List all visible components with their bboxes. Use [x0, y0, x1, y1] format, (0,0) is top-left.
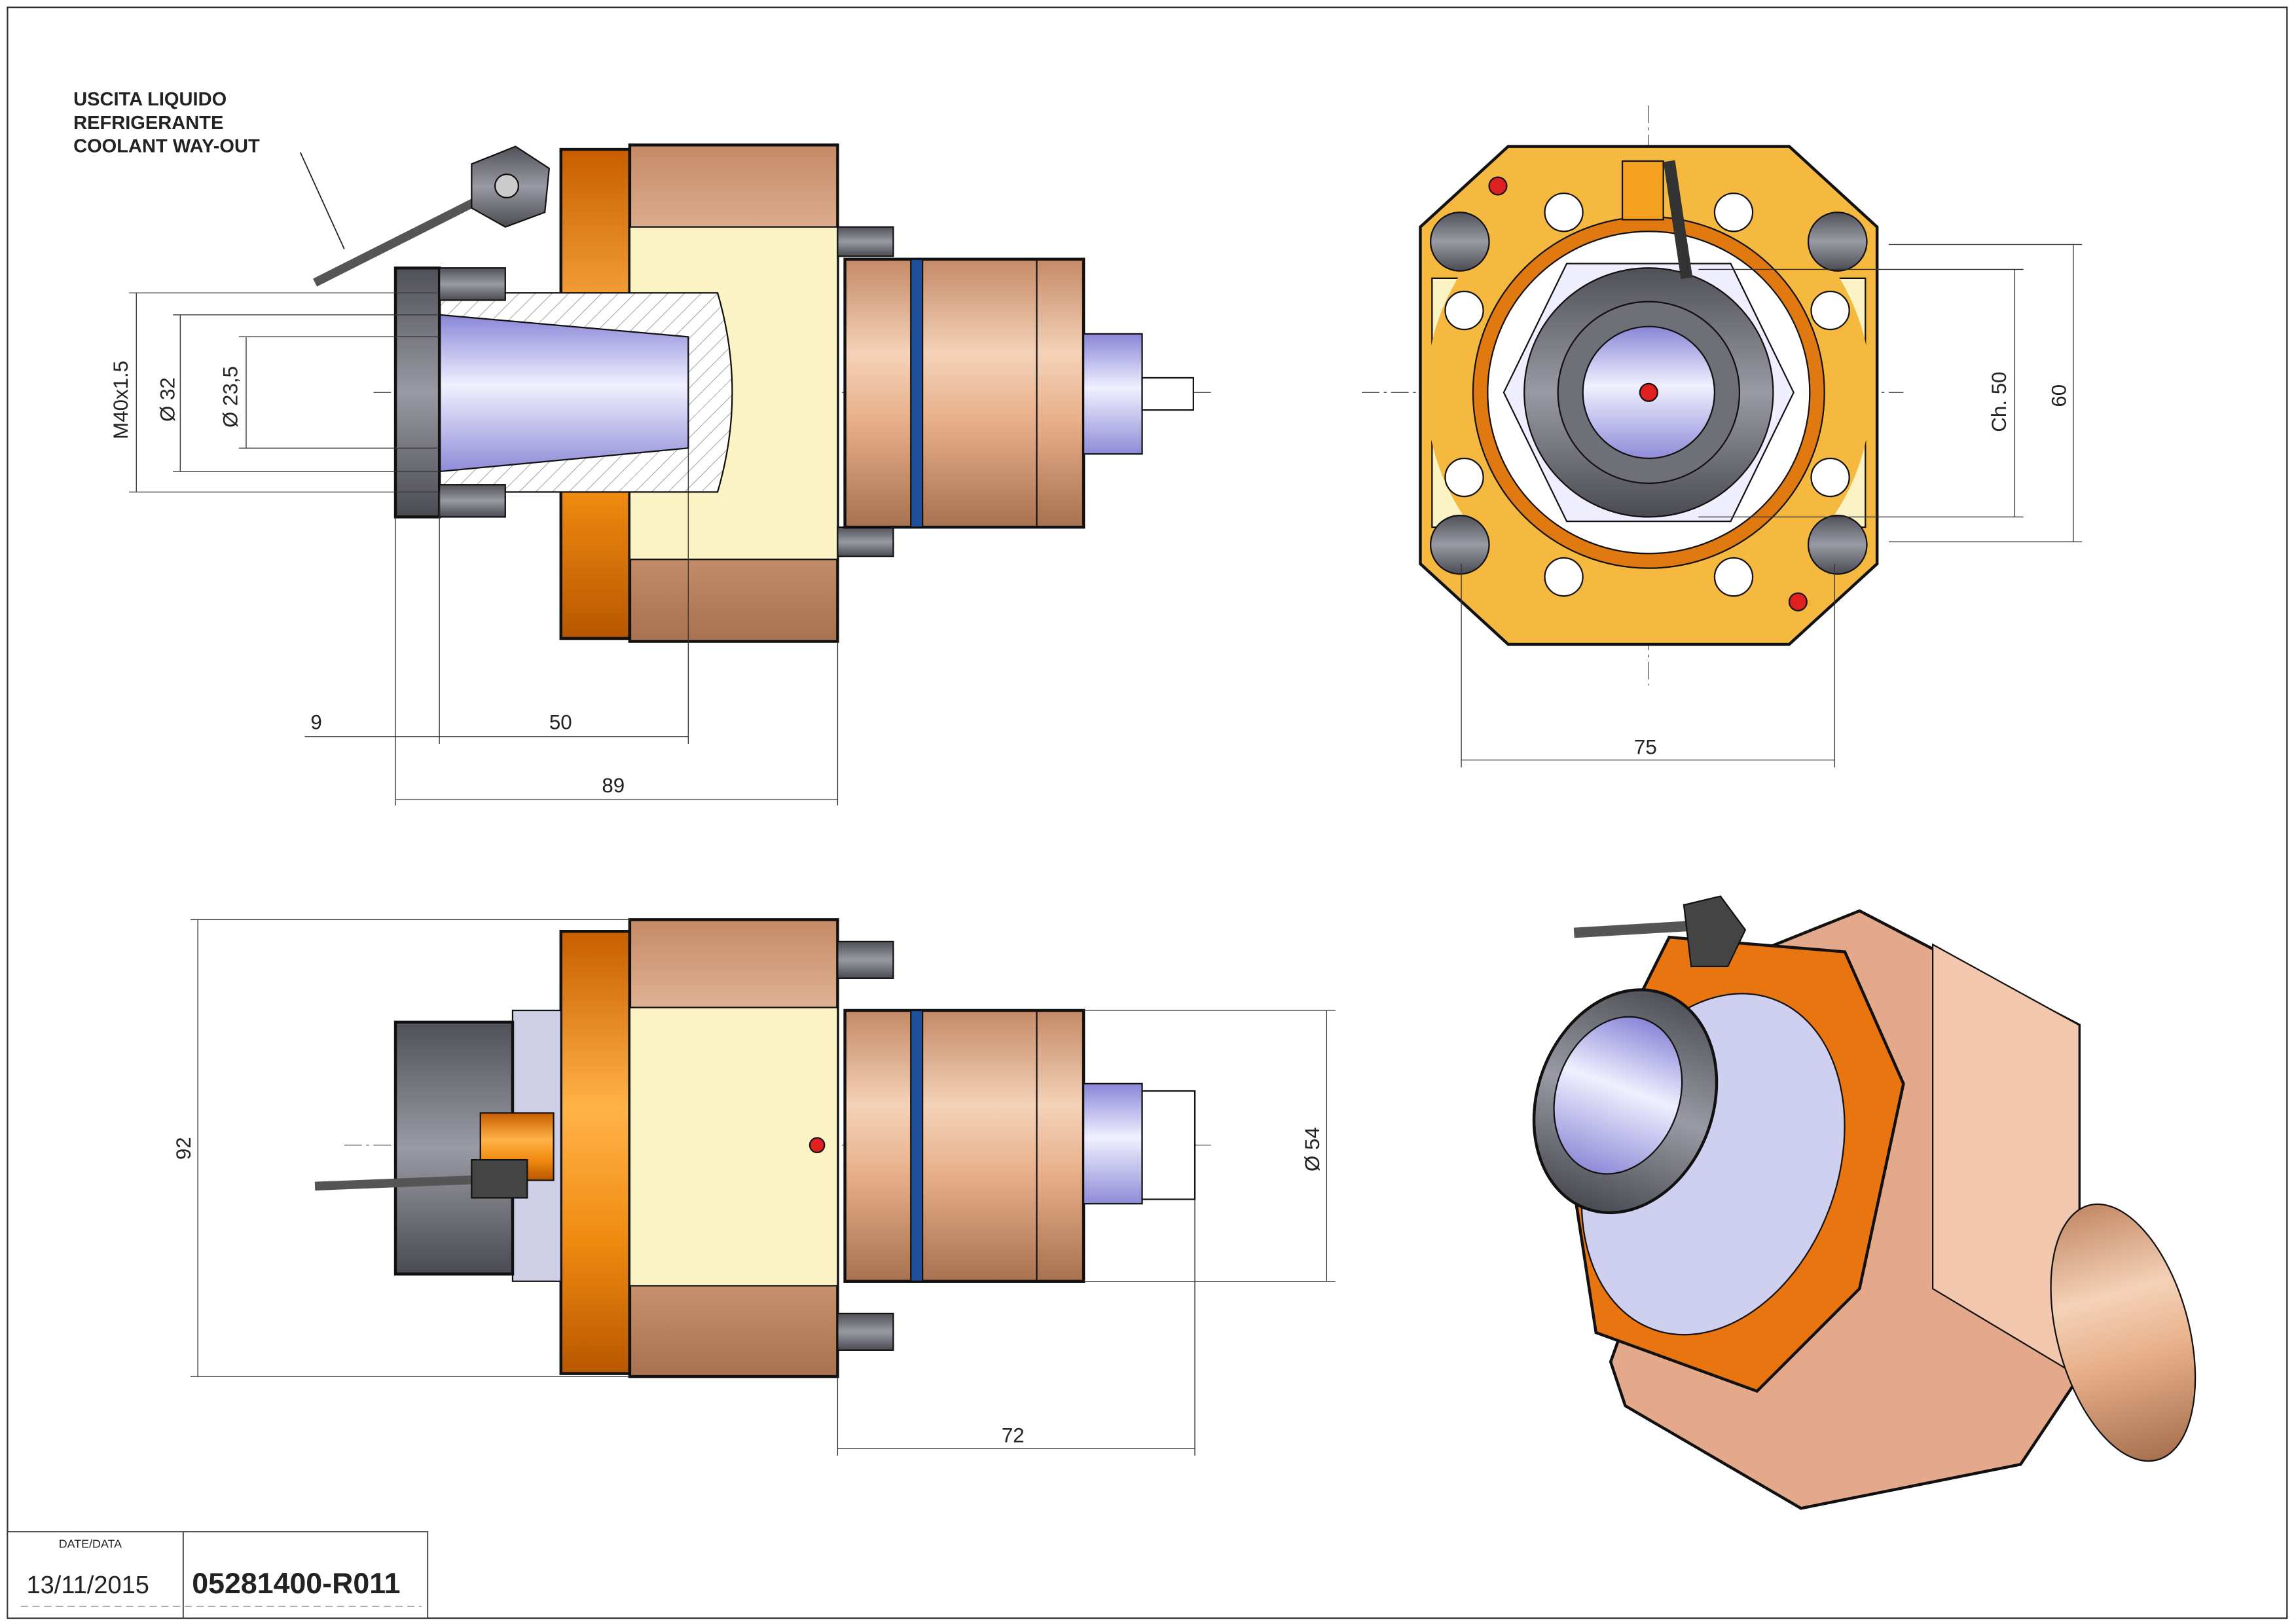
annotation-line-3: COOLANT WAY-OUT: [73, 136, 260, 157]
drawing-border: [7, 7, 2288, 1619]
side-view-sectioned: [313, 143, 1216, 643]
leader-line: [299, 152, 345, 249]
title-block: DATE/DATA 13/11/2015 05281400-R011: [7, 1531, 429, 1619]
isometric-view: [1532, 895, 2196, 1510]
dim-9: 9: [310, 711, 321, 734]
annotation-line-2: REFRIGERANTE: [73, 113, 223, 134]
front-view-dimensions: 75 Ch. 50 60: [1461, 244, 2083, 767]
dim-d32: Ø 32: [156, 377, 179, 422]
screw-heads: [1444, 193, 1850, 597]
annotation-line-1: USCITA LIQUIDO: [73, 89, 227, 110]
dim-75: 75: [1634, 736, 1657, 759]
side-view-top-dimensions: M40x1.5 Ø 32 Ø 23,5 9 50 89: [109, 292, 839, 805]
drawing-code: 05281400-R011: [192, 1568, 400, 1600]
dim-60: 60: [2048, 384, 2071, 407]
side-view-bottom-dimensions: 92 Ø 54 72: [172, 919, 1336, 1456]
dim-ch50: Ch. 50: [1988, 371, 2011, 432]
dim-d23: Ø 23,5: [219, 366, 242, 428]
side-view-bottom: [314, 918, 1216, 1378]
coolant-annotation: USCITA LIQUIDO REFRIGERANTE COOLANT WAY-…: [73, 89, 345, 249]
dim-d54: Ø 54: [1301, 1127, 1324, 1172]
date-label: DATE/DATA: [59, 1538, 122, 1551]
date-value: 13/11/2015: [27, 1572, 149, 1599]
dim-50: 50: [549, 711, 572, 734]
dim-thread: M40x1.5: [109, 361, 132, 439]
dim-92: 92: [172, 1137, 195, 1160]
dim-72: 72: [1002, 1424, 1025, 1447]
dim-89: 89: [602, 774, 625, 797]
front-view: [1361, 105, 1904, 686]
